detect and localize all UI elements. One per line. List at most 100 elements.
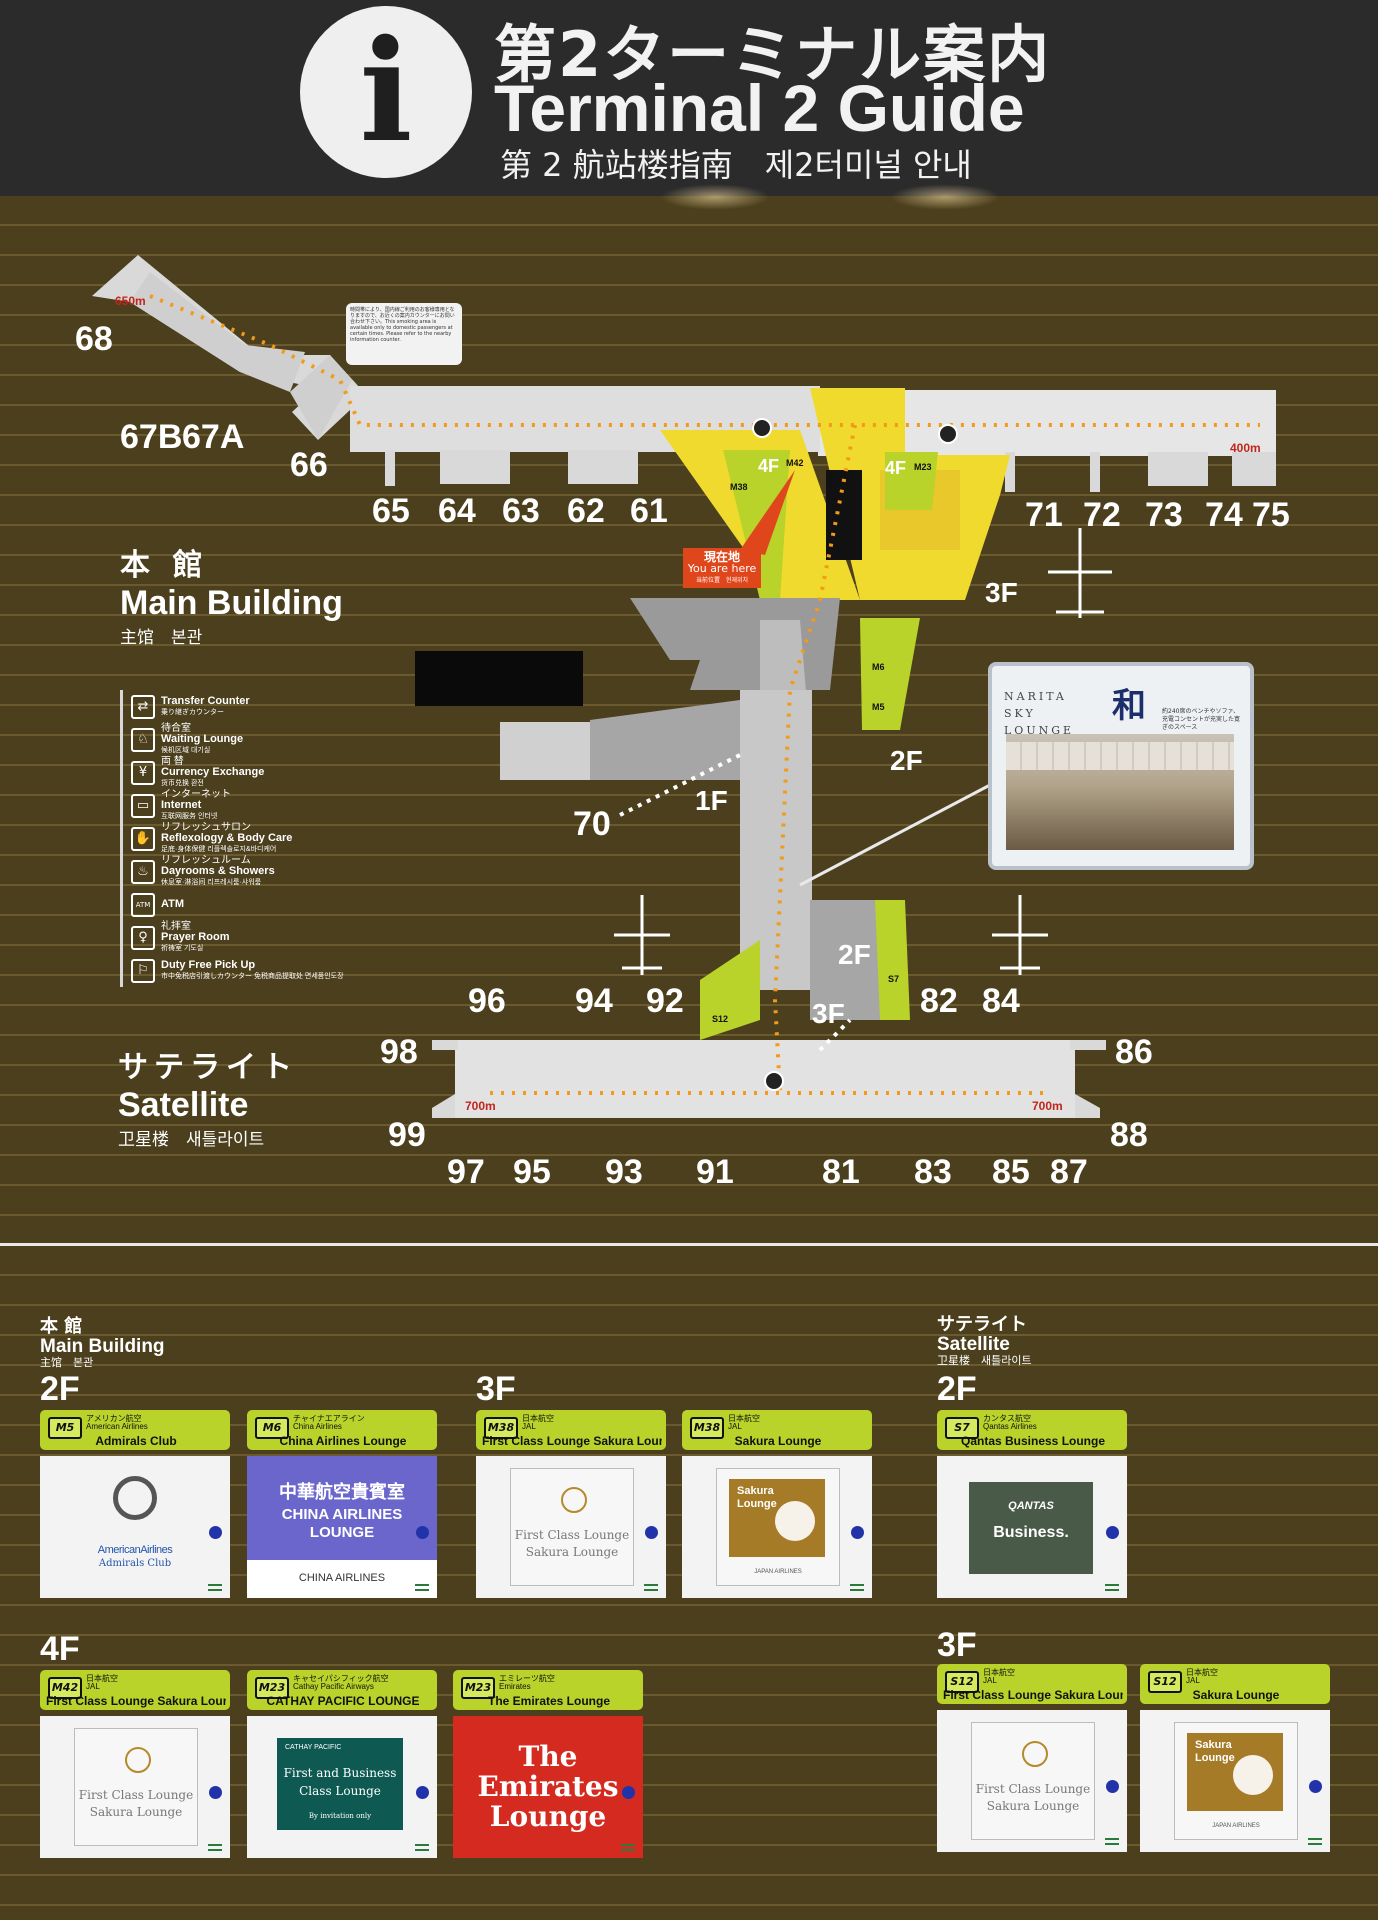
- information-icon: i: [300, 6, 472, 178]
- sign-header: i 第2ターミナル案内 Terminal 2 Guide 第 2 航站楼指南 제…: [0, 0, 1378, 196]
- floor-label: 3F: [812, 998, 845, 1029]
- panel-text: QANTAS: [1008, 1500, 1054, 1512]
- gate-number: 70: [573, 805, 611, 843]
- lounge-code: M38: [484, 1417, 518, 1439]
- walking-route-dotted-white: [619, 753, 741, 817]
- airline-name-ja: キャセイパシフィック航空: [293, 1674, 389, 1683]
- you-are-here-ja: 現在地: [703, 550, 740, 564]
- airplane-icon: [614, 528, 1112, 975]
- legend-sub: 足底·身体保健 리플렉솔로지&바디케어: [161, 846, 277, 853]
- airline-name-en: Qantas Airlines: [983, 1422, 1037, 1431]
- legend-en: Dayrooms & Showers: [161, 865, 275, 877]
- title-chinese-korean: 第 2 航站楼指南 제2터미널 안내: [500, 146, 972, 184]
- gate-number: 99: [388, 1116, 426, 1154]
- heading-cn-ko: 主馆 본관: [40, 1355, 94, 1369]
- main-building-ja: 本 館: [120, 548, 209, 583]
- lounge-code: M23: [461, 1677, 495, 1699]
- info-dot-icon: [1106, 1526, 1119, 1539]
- section-divider: [0, 1243, 1378, 1246]
- legend-sub: 互联网服务 인터넷: [161, 813, 218, 820]
- panel-text: Lounge: [489, 1800, 607, 1833]
- lounge-name: First Class Lounge Sakura Lounge: [482, 1434, 662, 1448]
- accessibility-bar-icon: [415, 1844, 429, 1846]
- gate-number: 75: [1252, 496, 1290, 534]
- panel-text: 中華航空貴賓室: [279, 1482, 405, 1503]
- airline-name-ja: アメリカン航空: [86, 1414, 142, 1423]
- legend-sub: 祈祷室 기도실: [161, 945, 204, 952]
- legend-ja: リフレッシュサロン: [161, 822, 251, 833]
- legend-en: Duty Free Pick Up: [161, 958, 256, 971]
- legend-ja: 両 替: [161, 756, 184, 767]
- atm-icon: ATM: [131, 892, 155, 917]
- distance-labels: 650m 400m 700m 700m: [115, 294, 1261, 1113]
- panel-text: CHINA AIRLINES: [298, 1572, 386, 1584]
- accessibility-bar-icon: [1105, 1584, 1119, 1586]
- lounge-name: Qantas Business Lounge: [960, 1434, 1106, 1448]
- lounge-code: M42: [48, 1677, 82, 1699]
- gate-number: 86: [1115, 1033, 1153, 1071]
- airline-name-en: JAL: [728, 1422, 742, 1431]
- jal-crane-icon: [561, 1487, 587, 1513]
- legend-sub: 货币兑换 환전: [161, 780, 204, 787]
- panel-text: Lounge: [1195, 1752, 1235, 1764]
- smoking-area-note: 時間帯により、国内線ご利用のお客様専用となりますので、お近くの案内カウンターにお…: [346, 303, 462, 365]
- satellite-label: サテライト Satellite 卫星楼 새틀라이트: [118, 1042, 298, 1150]
- gate-number: 85: [992, 1153, 1030, 1191]
- legend-en: Prayer Room: [161, 931, 230, 943]
- satellite-cn-ko: 卫星楼 새틀라이트: [118, 1130, 265, 1150]
- panel-text: Sakura: [737, 1485, 774, 1497]
- airline-name-en: American Airlines: [86, 1422, 148, 1431]
- distance-label: 650m: [115, 294, 146, 308]
- map-lounge-code: M38: [730, 482, 748, 492]
- gate-number: 94: [575, 982, 613, 1020]
- jal-crane-icon: [1022, 1741, 1048, 1767]
- title-english: Terminal 2 Guide: [494, 71, 1025, 145]
- lounge-name: First Class Lounge Sakura Lounge: [943, 1688, 1123, 1702]
- floor-label: 1F: [695, 785, 728, 816]
- gate-number: 68: [75, 320, 113, 358]
- main-building-cn-ko: 主馆 본관: [120, 628, 203, 648]
- gate-number: 97: [447, 1153, 485, 1191]
- legend-sub: 乗り継ぎカウンター: [161, 708, 224, 716]
- cherry-blossom-icon: [1233, 1755, 1273, 1795]
- heading-cn-ko: 卫星楼 새틀라이트: [937, 1353, 1032, 1367]
- panel-text: Sakura: [1195, 1739, 1232, 1751]
- floor-heading: 3F: [476, 1370, 516, 1408]
- gate-number: 63: [502, 492, 540, 530]
- floor-heading: 2F: [40, 1370, 80, 1408]
- panel-text: CHINA AIRLINES: [281, 1506, 403, 1523]
- legend-sub: 候机区域 대기실: [161, 747, 211, 754]
- lounge-code: M5: [48, 1417, 82, 1439]
- gate-number: 64: [438, 492, 476, 530]
- floor-heading: 3F: [937, 1626, 977, 1664]
- floor-label: 4F: [758, 456, 779, 476]
- gate-number: 73: [1145, 496, 1183, 534]
- lounge-code: S7: [945, 1417, 979, 1439]
- panel-text: First Class Lounge: [78, 1788, 194, 1802]
- gate-number: 91: [696, 1153, 734, 1191]
